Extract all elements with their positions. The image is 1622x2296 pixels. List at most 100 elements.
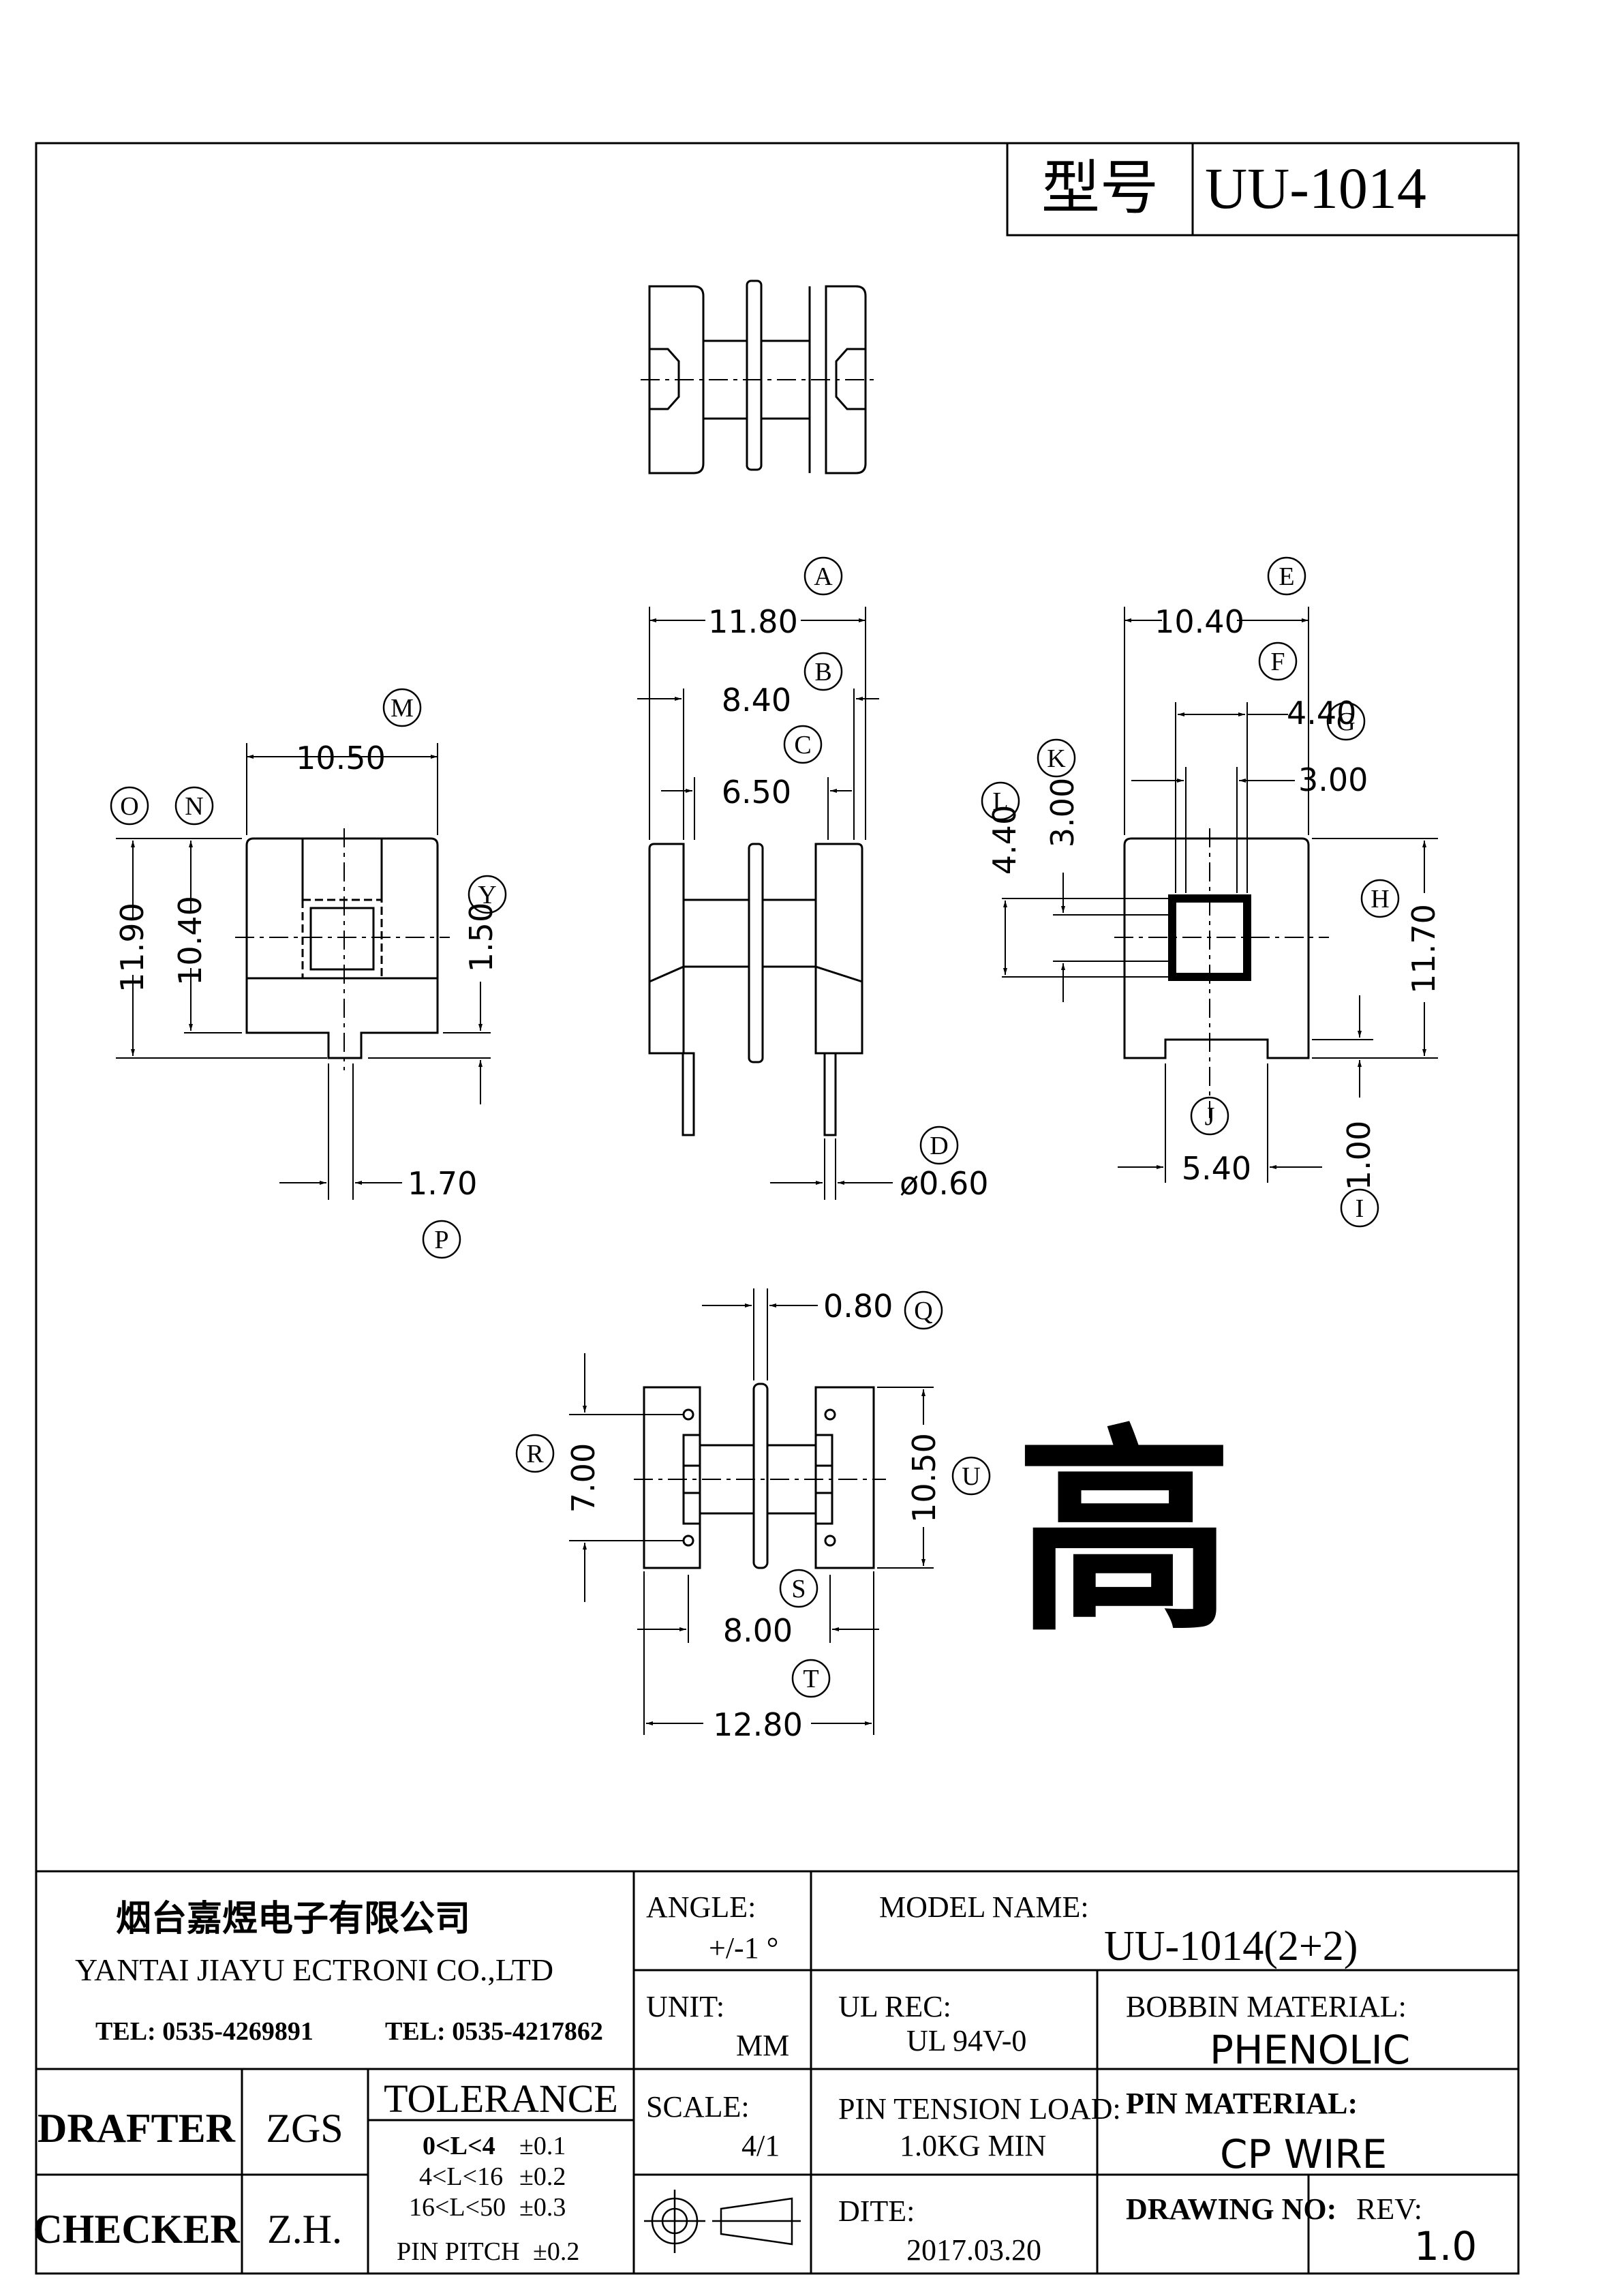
balloon-e [1267,556,1306,596]
balloon-h [1360,879,1400,918]
balloon-n [174,786,214,826]
balloon-a [804,556,843,596]
balloons [110,556,1400,1698]
tolerance-table: 0<L<4 ±0.1 4<L<16 ±0.2 16<L<50 ±0.3 PIN … [397,2132,579,2266]
right-view-dims [1002,607,1438,1183]
tolerance-range-2: 4<L<16 [419,2162,503,2191]
company-name-cn: 烟台嘉煜电子有限公司 [116,1899,470,1939]
unit-label: UNIT: [646,1990,724,2023]
balloon-i [1340,1188,1379,1228]
dim-k: 3.00 [1044,778,1081,847]
scale-label: SCALE: [646,2090,750,2124]
balloon-t [791,1659,831,1698]
balloon-letters: A B C D E F G H I J K L M N O P Q R S T … [120,562,1389,1693]
rev-value: 1.0 [1414,2223,1477,2269]
pin-tension-label: PIN TENSION LOAD: [838,2092,1121,2126]
svg-text:L: L [992,787,1008,816]
date-label: DITE: [838,2194,915,2228]
tolerance-value-4: ±0.2 [533,2237,579,2266]
balloon-q [904,1290,943,1330]
dim-p: 1.70 [408,1165,477,1202]
balloon-p [422,1220,461,1259]
svg-text:A: A [814,562,833,591]
model-box [1006,142,1520,237]
balloon-m [382,688,422,727]
svg-text:E: E [1279,562,1294,591]
projection-symbol-icon [644,2190,801,2253]
dim-h: 11.70 [1405,904,1442,994]
dim-c: 6.50 [722,774,791,811]
front-view-dims [637,607,893,1200]
balloon-y [468,875,507,914]
right-view [1114,828,1329,1118]
dim-n: 10.40 [172,896,209,986]
balloon-k [1037,738,1076,778]
dim-j: 5.40 [1182,1150,1251,1187]
svg-text:J: J [1205,1102,1215,1131]
height-mark-character: 高 [1015,1407,1234,1661]
unit-value: MM [736,2029,789,2062]
model-value: UU-1014 [1205,155,1426,221]
front-view [648,843,863,1136]
bottom-view [634,1383,886,1569]
scale-value: 4/1 [741,2129,780,2162]
dim-a: 11.80 [708,603,798,640]
company-name-en: YANTAI JIAYU ECTRONI CO.,LTD [75,1952,553,1987]
svg-text:G: G [1336,708,1355,736]
company-tel-2: TEL: 0535-4217862 [385,2017,603,2046]
pin-tension-value: 1.0KG MIN [900,2129,1046,2162]
svg-text:O: O [120,792,138,821]
model-label: 型号 [1041,154,1159,222]
tolerance-value-1: ±0.1 [519,2132,566,2160]
svg-text:T: T [803,1665,818,1693]
dim-e: 10.40 [1154,603,1244,640]
model-name-value: UU-1014(2+2) [1104,1923,1358,1969]
bobbin-material-label: BOBBIN MATERIAL: [1126,1990,1407,2023]
top-view [641,280,876,474]
tolerance-value-2: ±0.2 [519,2162,566,2191]
tolerance-value-3: ±0.3 [519,2193,566,2222]
dim-m: 10.50 [296,740,386,776]
dim-t: 12.80 [713,1706,803,1743]
tolerance-range-4: PIN PITCH [397,2237,520,2266]
dim-f: 4.40 [1287,695,1356,731]
balloon-s [779,1569,818,1608]
left-view [235,828,450,1070]
drafter-value: ZGS [266,2106,343,2151]
svg-text:I: I [1356,1194,1364,1223]
balloon-d [919,1126,959,1165]
tolerance-range-1: 0<L<4 [423,2132,495,2160]
balloon-f [1258,641,1298,681]
bobbin-material-value: PHENOLIC [1210,2027,1410,2073]
dim-y: 1.50 [463,903,500,972]
svg-text:K: K [1047,744,1066,773]
dim-o: 11.90 [114,903,151,993]
dim-d: ø0.60 [900,1165,989,1202]
balloon-c [783,725,823,764]
balloon-r [515,1434,555,1473]
checker-value: Z.H. [267,2207,342,2252]
tolerance-title: TOLERANCE [384,2076,618,2121]
dim-i: 1.00 [1341,1121,1377,1190]
drawing-no-label: DRAWING NO: [1126,2192,1336,2226]
rev-label: REV: [1356,2192,1422,2226]
angle-label: ANGLE: [646,1890,756,1924]
svg-text:B: B [814,658,831,686]
balloon-l [981,781,1020,821]
checker-label: CHECKER [33,2207,240,2252]
dim-q: 0.80 [823,1288,893,1325]
dim-r: 7.00 [565,1443,602,1513]
left-view-dims [116,743,491,1200]
svg-text:C: C [794,731,811,759]
svg-text:M: M [391,694,414,723]
pin-material-label: PIN MATERIAL: [1126,2087,1358,2120]
svg-text:S: S [791,1575,806,1603]
svg-text:F: F [1270,648,1285,676]
svg-text:N: N [185,792,203,821]
balloon-g [1326,701,1366,741]
ul-rec-label: UL REC: [838,1990,951,2023]
tolerance-range-3: 16<L<50 [409,2193,506,2222]
ul-rec-value: UL 94V-0 [906,2024,1026,2057]
pin-material-value: CP WIRE [1220,2131,1387,2177]
